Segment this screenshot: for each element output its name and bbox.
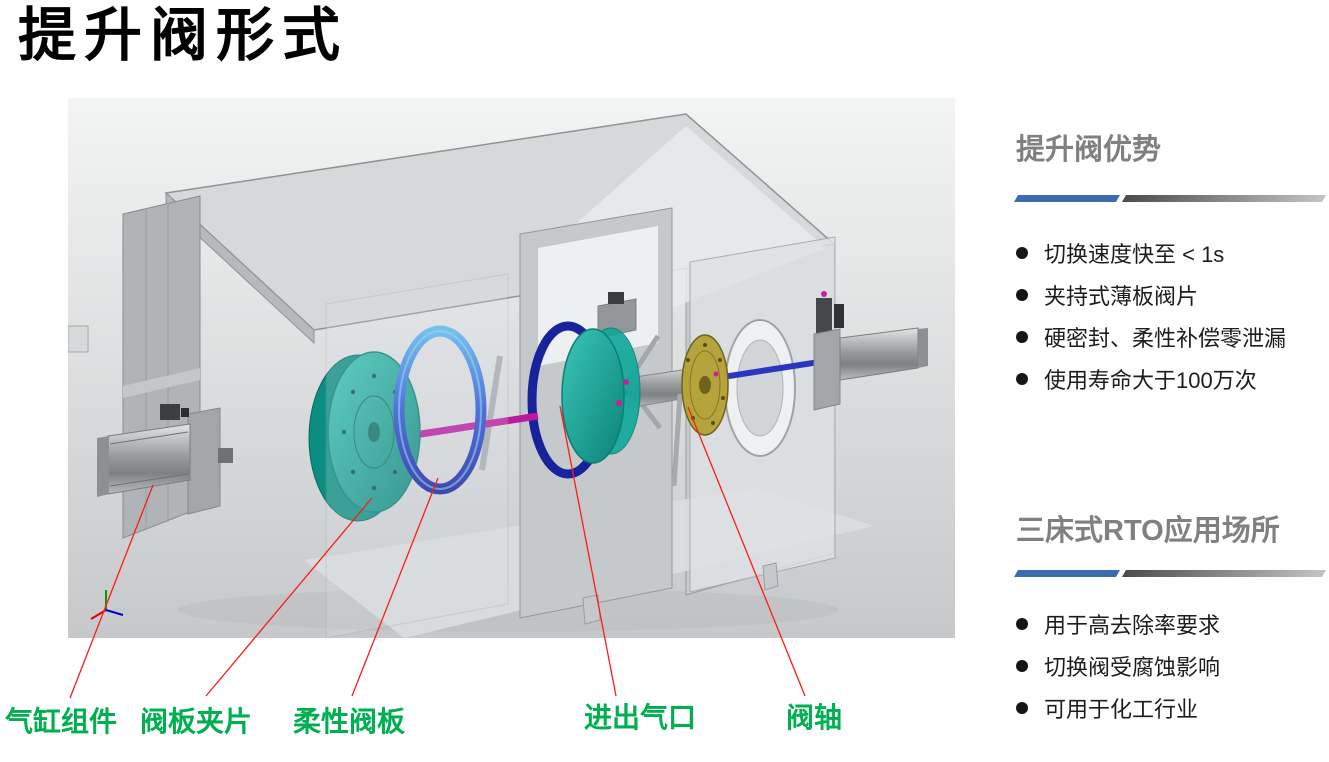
valve-ring-blue <box>393 325 487 495</box>
bullet-item: 使用寿命大于100万次 <box>1016 358 1324 400</box>
part-label-plate-clip: 阀板夹片 <box>140 706 253 737</box>
bullet-dot-icon <box>1016 618 1028 630</box>
divider-blue-segment <box>1013 570 1121 577</box>
flange-ring-right <box>724 319 796 457</box>
section-heading-advantages: 提升阀优势 <box>1016 134 1162 166</box>
bullet-dot-icon <box>1016 289 1028 301</box>
front-translucent-panel <box>325 273 509 639</box>
bullet-dot-icon <box>1016 660 1028 672</box>
info-sidebar: 提升阀优势 切换速度快至 < 1s 夹持式薄板阀片 硬密封、柔性补偿零泄漏 使用… <box>1013 0 1327 762</box>
bullet-item: 切换速度快至 < 1s <box>1016 232 1324 274</box>
bullet-dot-icon <box>1016 331 1028 343</box>
section-divider <box>1013 570 1327 577</box>
part-label-inlet-outlet: 进出气口 <box>584 702 697 733</box>
bullet-dot-icon <box>1016 247 1028 259</box>
divider-gray-segment <box>1121 195 1327 202</box>
bullet-item: 可用于化工行业 <box>1016 687 1324 729</box>
divider-blue-segment <box>1013 195 1121 202</box>
section-divider <box>1013 195 1327 202</box>
section-advantages: 提升阀优势 切换速度快至 < 1s 夹持式薄板阀片 硬密封、柔性补偿零泄漏 使用… <box>1013 133 1327 400</box>
divider-gray-segment <box>1121 570 1327 577</box>
bullet-item: 硬密封、柔性补偿零泄漏 <box>1016 316 1324 358</box>
bullet-dot-icon <box>1016 702 1028 714</box>
part-label-cylinder-assembly: 气缸组件 <box>5 706 118 737</box>
bullet-item: 夹持式薄板阀片 <box>1016 274 1324 316</box>
page-title: 提升阀形式 <box>18 3 349 68</box>
bullet-dot-icon <box>1016 373 1028 385</box>
part-label-flexible-plate: 柔性阀板 <box>293 706 406 737</box>
section-rto-applications: 三床式RTO应用场所 用于高去除率要求 切换阀受腐蚀影响 可用于化工行业 <box>1013 514 1327 729</box>
cylinder-actuator-right <box>813 291 928 411</box>
valve-disc-yellow <box>681 334 729 436</box>
section-heading-rto: 三床式RTO应用场所 <box>1016 515 1280 547</box>
bullet-item: 切换阀受腐蚀影响 <box>1016 645 1324 687</box>
advantages-bullet-list: 切换速度快至 < 1s 夹持式薄板阀片 硬密封、柔性补偿零泄漏 使用寿命大于10… <box>1016 232 1324 400</box>
valve-3d-model <box>67 98 955 639</box>
cylinder-actuator-left <box>97 404 233 515</box>
part-label-valve-shaft: 阀轴 <box>786 702 843 733</box>
bullet-item: 用于高去除率要求 <box>1016 603 1324 645</box>
rto-bullet-list: 用于高去除率要求 切换阀受腐蚀影响 可用于化工行业 <box>1016 603 1324 729</box>
cad-render <box>67 98 955 639</box>
